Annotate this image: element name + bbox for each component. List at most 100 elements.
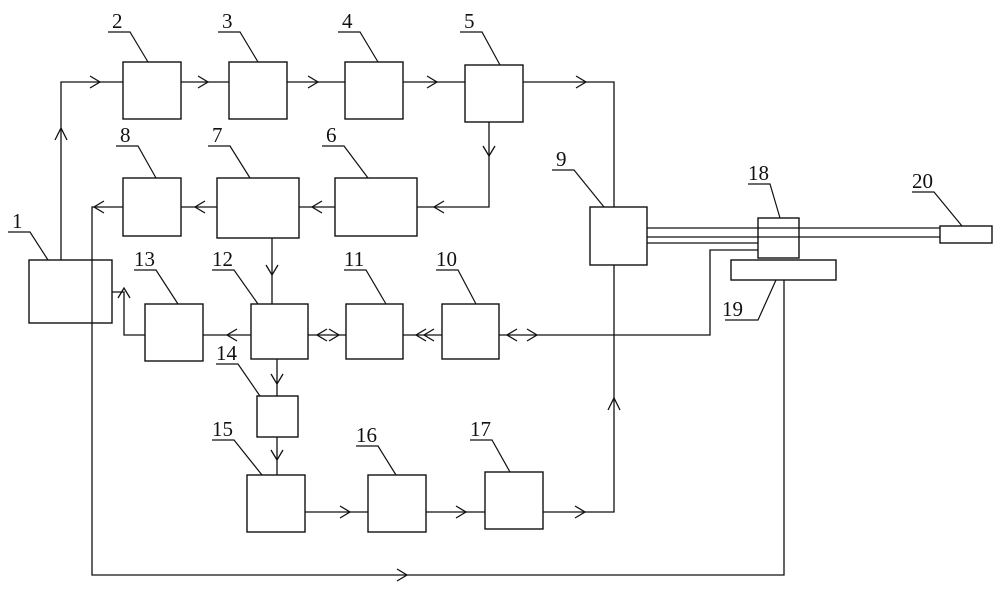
label-8: 8 — [120, 123, 131, 147]
leader-11 — [344, 269, 387, 305]
arrow-right-12b — [328, 328, 341, 342]
arrow-right-16 — [339, 505, 352, 519]
block-5 — [464, 64, 524, 123]
leader-12 — [212, 269, 259, 305]
wire-13-to-1 — [112, 291, 145, 336]
arrow-right-10b — [526, 328, 539, 342]
arrows — [54, 75, 621, 582]
leader-9 — [552, 169, 605, 208]
label-9: 9 — [556, 147, 567, 171]
label-3: 3 — [222, 9, 233, 33]
leader-1 — [8, 231, 49, 261]
arrow-right-17 — [455, 505, 468, 519]
block-15 — [246, 474, 306, 533]
arrow-left-11a — [414, 328, 427, 342]
leader-19 — [725, 279, 777, 321]
arrow-up-13 — [117, 286, 131, 299]
block-16 — [367, 474, 427, 533]
label-20: 20 — [912, 169, 933, 193]
arrow-right-a — [89, 75, 102, 89]
block-6 — [334, 177, 418, 237]
label-13: 13 — [134, 247, 155, 271]
arrow-up-9 — [607, 396, 621, 411]
wire-18-to-10 — [499, 249, 758, 336]
arrow-right-b — [197, 75, 210, 89]
leader-14 — [216, 363, 261, 397]
arrow-right-bottom — [396, 568, 409, 582]
arrow-left-7 — [310, 200, 323, 214]
leader-2 — [108, 31, 149, 63]
label-16: 16 — [356, 423, 377, 447]
leader-4 — [338, 31, 379, 63]
block-10 — [441, 303, 500, 360]
block-1 — [28, 259, 113, 324]
arrow-down-7 — [265, 264, 279, 277]
label-7: 7 — [212, 123, 223, 147]
block-7 — [216, 177, 300, 239]
leader-18 — [748, 183, 781, 219]
leader-6 — [322, 145, 369, 179]
arrow-left-11b — [422, 328, 435, 342]
label-10: 10 — [436, 247, 457, 271]
block-4 — [344, 61, 404, 120]
arrow-left-8 — [193, 200, 206, 214]
label-12: 12 — [212, 247, 233, 271]
block-8 — [122, 177, 182, 237]
wire-5-to-6 — [417, 122, 490, 208]
label-11: 11 — [344, 247, 364, 271]
label-2: 2 — [112, 9, 123, 33]
leader-20 — [912, 191, 963, 227]
leader-16 — [356, 445, 397, 476]
label-14: 14 — [216, 341, 238, 365]
wire-8-bottom-loop — [91, 206, 785, 576]
label-19: 19 — [722, 297, 743, 321]
block-20 — [939, 225, 993, 244]
block-2 — [122, 61, 182, 120]
label-17: 17 — [470, 417, 491, 441]
connections — [60, 81, 940, 576]
block-17 — [484, 471, 544, 530]
block-13 — [144, 303, 204, 362]
arrow-left-9 — [92, 200, 105, 214]
leader-8 — [116, 145, 157, 179]
number-labels: 1 2 3 4 5 6 7 8 9 10 11 12 13 14 15 16 1… — [12, 9, 933, 447]
arrow-left-10a — [505, 328, 518, 342]
block-9 — [589, 206, 648, 266]
label-1: 1 — [12, 209, 23, 233]
leader-13 — [134, 269, 179, 305]
arrow-right-18 — [574, 505, 587, 519]
block-3 — [228, 61, 288, 120]
label-15: 15 — [212, 417, 233, 441]
leader-17 — [470, 439, 511, 473]
arrow-left-13 — [225, 328, 238, 342]
leader-7 — [208, 145, 251, 179]
block-18 — [757, 217, 800, 259]
block-19 — [730, 259, 837, 281]
leader-3 — [218, 31, 259, 63]
wire-9-to-17 — [543, 265, 615, 513]
leader-5 — [460, 31, 501, 66]
block-12 — [250, 303, 309, 360]
arrow-down-15 — [270, 449, 284, 462]
arrow-right-c — [307, 75, 320, 89]
leaders — [8, 31, 963, 476]
label-5: 5 — [464, 9, 475, 33]
arrow-right-d — [426, 75, 439, 89]
wire-5-to-9 — [523, 81, 615, 207]
leader-10 — [436, 269, 477, 305]
arrow-left-6 — [432, 200, 445, 214]
wire-1-to-2 — [60, 81, 123, 260]
arrow-left-12a — [315, 328, 328, 342]
label-4: 4 — [342, 9, 353, 33]
leader-15 — [212, 439, 263, 476]
block-14 — [256, 395, 299, 438]
arrow-down-5 — [482, 145, 496, 158]
arrow-down-14 — [270, 373, 284, 386]
block-11 — [345, 303, 404, 360]
arrow-right-e — [575, 75, 588, 89]
label-6: 6 — [326, 123, 337, 147]
arrow-up-1 — [54, 126, 68, 141]
blocks — [28, 61, 993, 533]
